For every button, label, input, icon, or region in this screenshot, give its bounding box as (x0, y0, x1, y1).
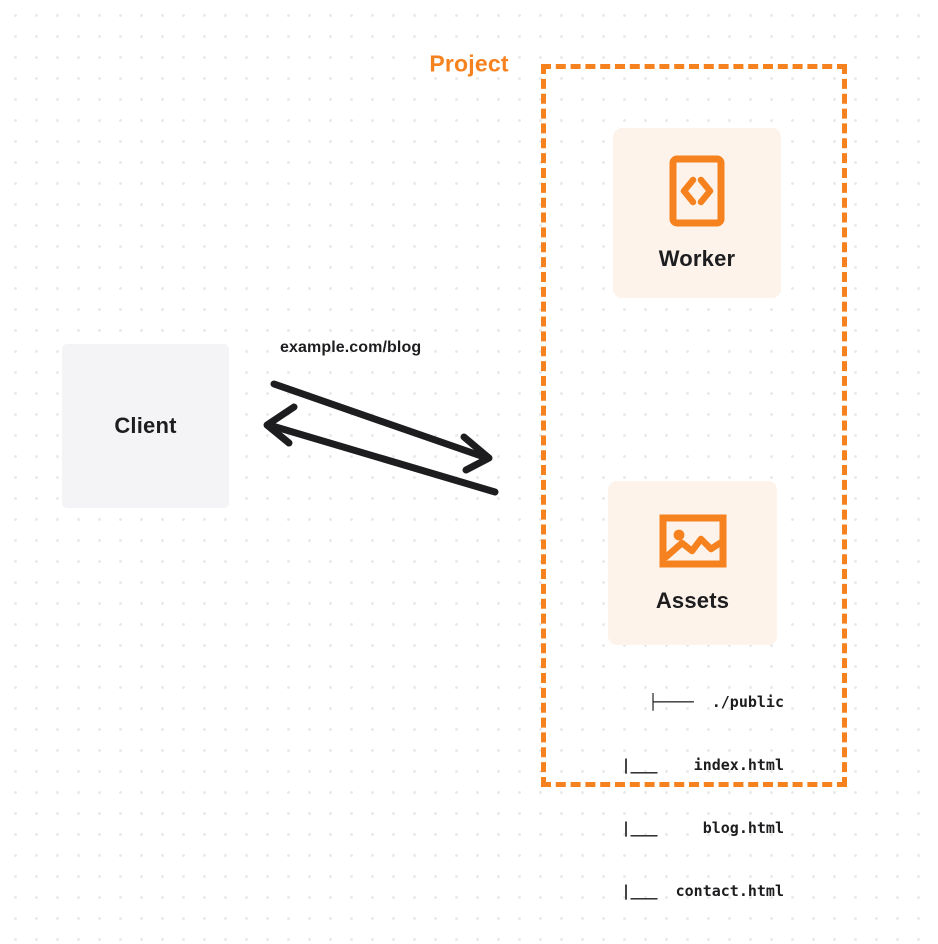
node-assets-label: Assets (655, 587, 730, 613)
node-client-label: Client (114, 413, 177, 438)
file-tree-row: |___ index.html (621, 756, 784, 774)
edge-response-arrow (263, 403, 499, 496)
project-group-boundary (541, 64, 847, 787)
edge-request-arrow (270, 380, 493, 474)
node-worker[interactable]: Worker (613, 128, 781, 298)
code-brackets-icon (669, 155, 725, 232)
file-tree-row: ├──── ./public (648, 693, 784, 711)
project-group-label: Project (422, 52, 516, 76)
diagram-canvas: Project Worker Assets ├──── ./public |__… (62, 52, 847, 900)
assets-file-tree: ├──── ./public |___ index.html |___ blog… (588, 650, 784, 944)
node-assets[interactable]: Assets (608, 481, 777, 645)
image-icon (659, 513, 727, 574)
edge-request-label: example.com/blog (280, 339, 422, 356)
node-worker-label: Worker (658, 245, 736, 271)
node-client[interactable]: Client (62, 344, 229, 508)
file-tree-row: |___ contact.html (621, 882, 784, 900)
file-tree-row: |___ blog.html (621, 819, 784, 837)
